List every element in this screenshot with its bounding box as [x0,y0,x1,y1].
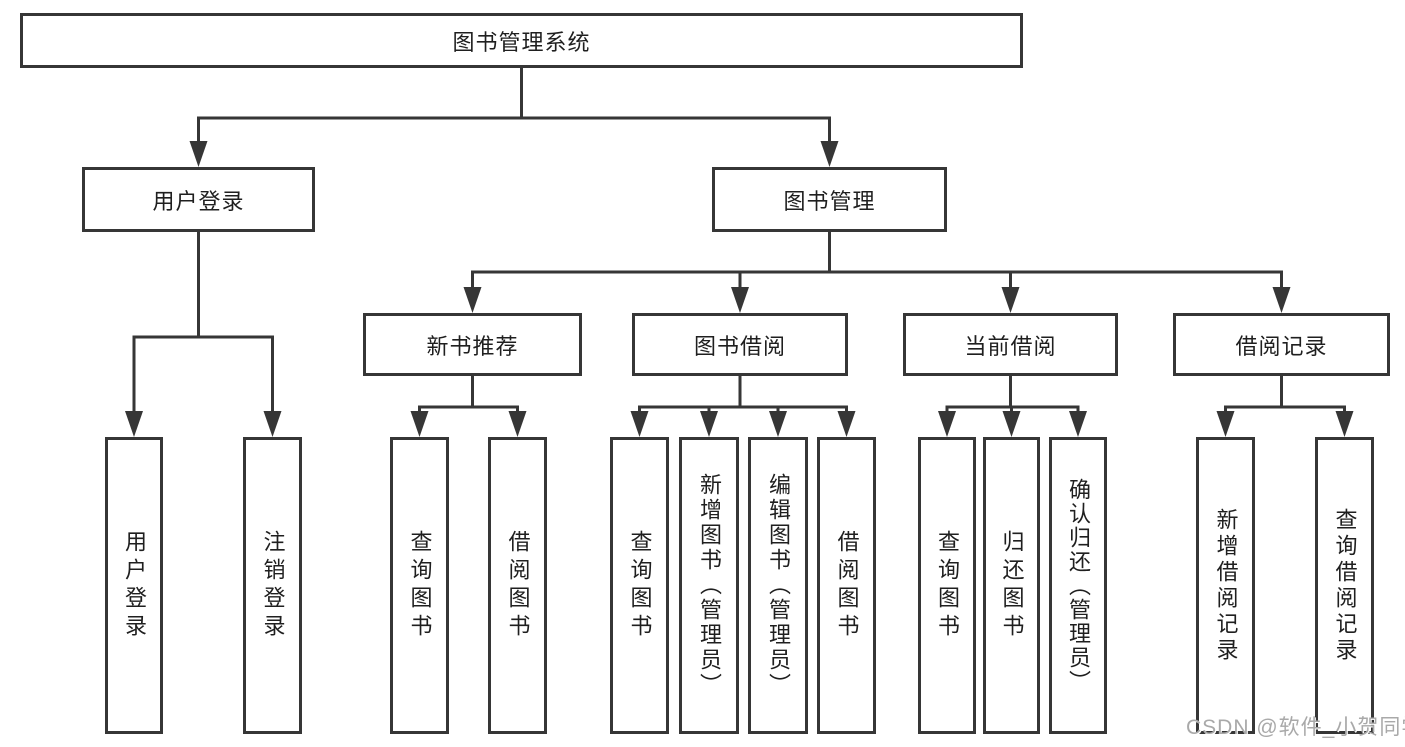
node-label: 当前借阅 [964,333,1057,359]
node-user-login: 用户登录 [82,167,315,232]
leaf-bb-query-book: 查询图书 [610,437,669,734]
node-label: 借阅图书 [505,529,531,642]
node-book-management: 图书管理 [712,167,947,232]
leaf-user-login: 用户登录 [105,437,163,734]
arrow-down-icon [938,411,956,437]
node-current-borrow: 当前借阅 [903,313,1118,376]
arrow-down-icon [700,411,718,437]
leaf-nbr-borrow-book: 借阅图书 [488,437,547,734]
arrow-down-icon [125,411,143,437]
leaf-cb-confirm-return: 确认归还（管理员） [1049,437,1107,734]
arrow-down-icon [1069,411,1087,437]
arrow-down-icon [630,411,649,437]
arrow-down-icon [820,141,839,167]
leaf-logout: 注销登录 [243,437,302,734]
node-label: 确认归还（管理员） [1066,477,1091,694]
connector-lines [132,66,1346,414]
leaf-bb-edit-book: 编辑图书（管理员） [748,437,808,734]
leaf-br-add-record: 新增借阅记录 [1196,437,1255,734]
leaf-br-query-record: 查询借阅记录 [1315,437,1374,734]
arrow-down-icon [837,411,856,437]
node-label: 编辑图书（管理员） [766,473,791,698]
node-label: 查询图书 [627,529,653,642]
node-label: 新增借阅记录 [1213,507,1239,664]
node-label: 借阅记录 [1235,333,1328,359]
node-borrow-records: 借阅记录 [1173,313,1390,376]
arrow-down-icon [508,411,527,437]
node-library-management-system: 图书管理系统 [20,13,1023,68]
node-label: 图书管理系统 [452,29,591,55]
arrow-down-icon [263,411,282,437]
arrow-down-icon [1272,287,1291,313]
node-label: 查询图书 [935,529,960,642]
arrow-down-icon [731,287,749,313]
arrow-down-icon [769,411,787,437]
node-label: 用户登录 [152,188,245,214]
leaf-bb-borrow-book: 借阅图书 [817,437,876,734]
node-new-book-recommend: 新书推荐 [363,313,582,376]
node-label: 查询图书 [407,529,433,642]
arrow-down-icon [1335,411,1354,437]
node-label: 注销登录 [260,529,286,642]
csdn-watermark: CSDN @软件_小贺同学 [1186,716,1405,739]
node-label: 图书借阅 [693,333,786,359]
node-label: 归还图书 [999,529,1025,642]
leaf-nbr-query-book: 查询图书 [390,437,449,734]
leaf-cb-return-book: 归还图书 [983,437,1040,734]
node-label: 图书管理 [783,188,876,214]
node-label: 借阅图书 [834,529,860,642]
arrow-down-icon [189,141,208,167]
arrow-down-icon [410,411,429,437]
arrowheads [125,141,1354,437]
node-label: 新书推荐 [426,333,519,359]
node-book-borrow: 图书借阅 [632,313,848,376]
arrow-down-icon [1216,411,1235,437]
node-label: 新增图书（管理员） [697,473,722,698]
arrow-down-icon [463,287,482,313]
leaf-bb-add-book: 新增图书（管理员） [679,437,739,734]
arrow-down-icon [1001,287,1020,313]
leaf-cb-query-book: 查询图书 [918,437,976,734]
arrow-down-icon [1002,411,1021,437]
node-label: 用户登录 [122,529,147,642]
node-label: 查询借阅记录 [1332,507,1358,664]
